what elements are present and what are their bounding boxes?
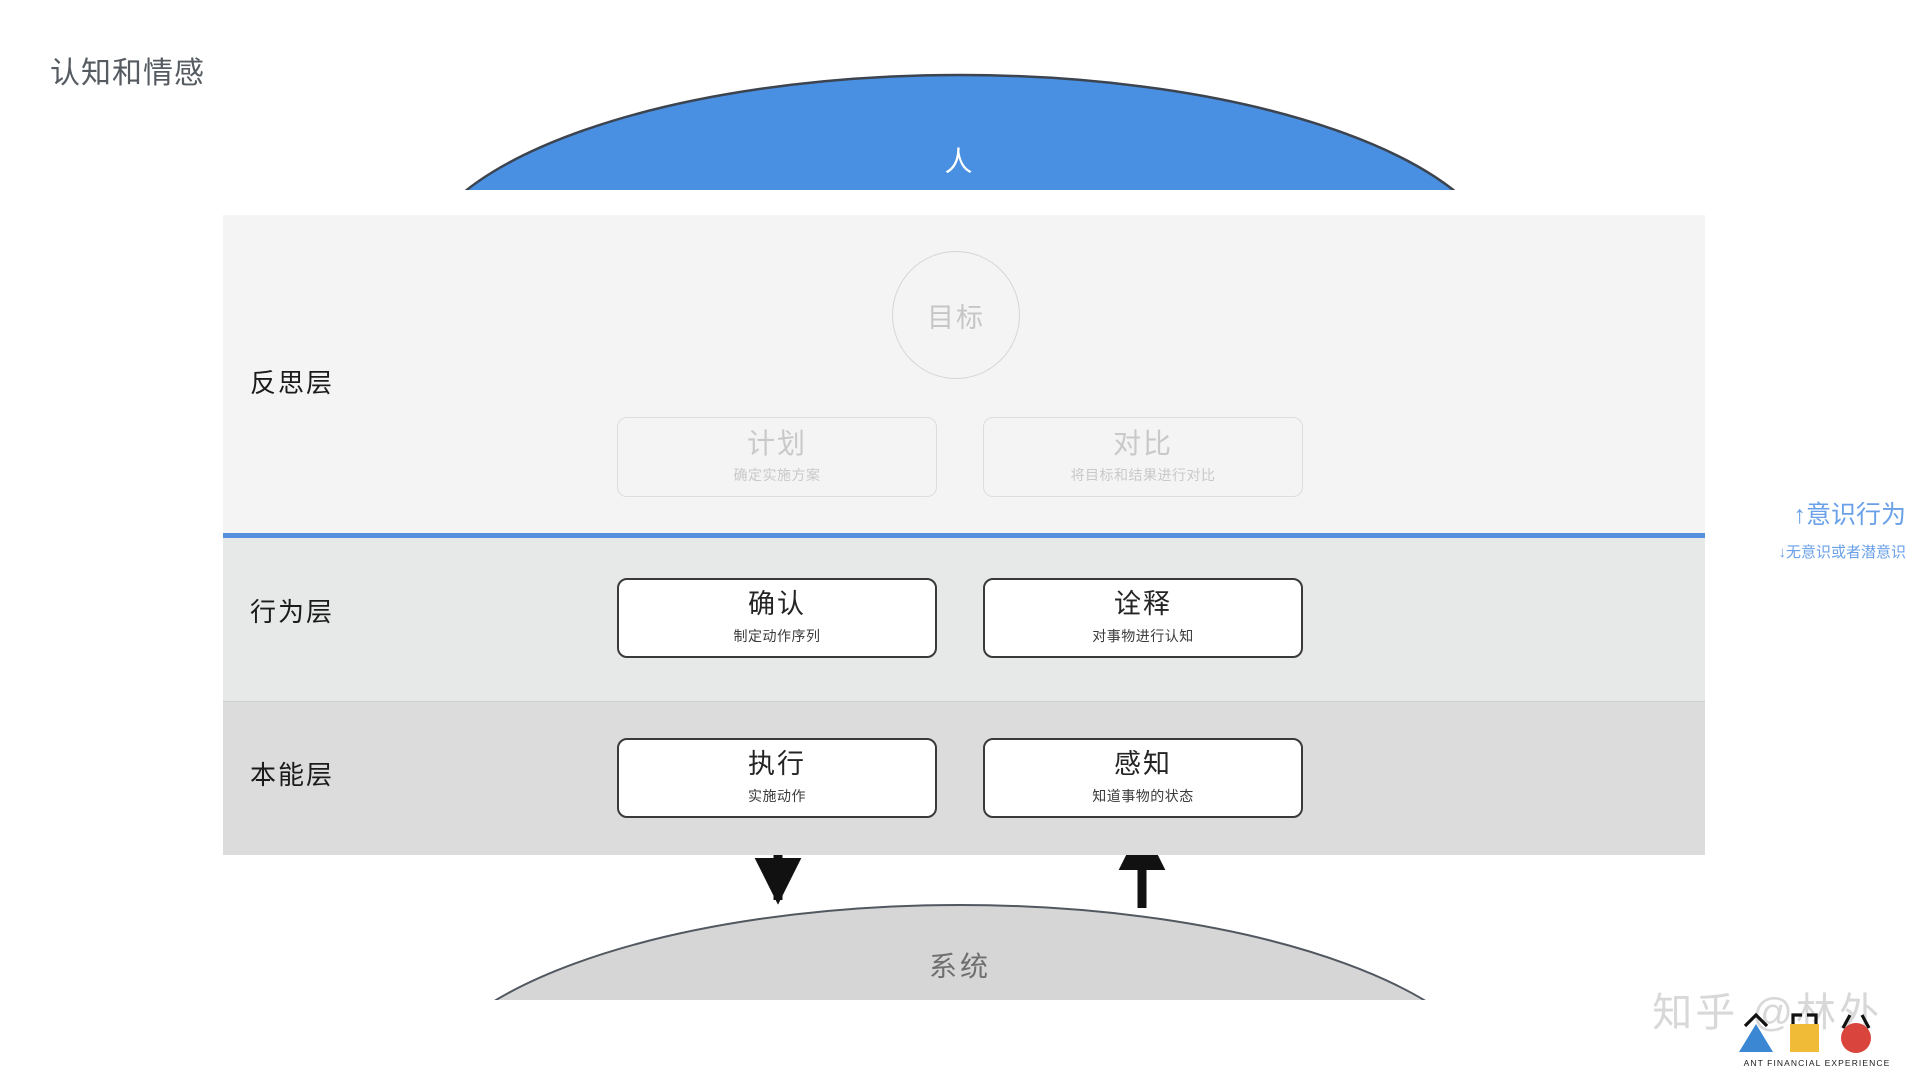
band-divider	[223, 701, 1705, 702]
layer-panel	[223, 215, 1705, 855]
system-ellipse-mask-lower	[0, 1000, 1920, 1079]
node-execute[interactable]: 执行 实施动作	[617, 738, 937, 818]
brand-logo: ANT FINANCIAL EXPERIENCE	[1732, 1012, 1902, 1074]
node-confirm-title: 确认	[748, 589, 806, 620]
node-interpret-subtitle: 对事物进行认知	[1092, 627, 1194, 644]
node-interpret[interactable]: 诠释 对事物进行认知	[983, 578, 1303, 658]
band-visceral	[223, 701, 1705, 855]
node-plan-title: 计划	[746, 427, 807, 459]
node-execute-title: 执行	[748, 749, 806, 780]
node-interpret-title: 诠释	[1114, 589, 1172, 620]
conscious-below-label: ↓无意识或者潜意识	[1778, 544, 1906, 561]
logo-circle-icon	[1841, 1014, 1871, 1053]
layer-label-visceral: 本能层	[250, 760, 335, 790]
layer-label-behavioral: 行为层	[250, 597, 335, 627]
conscious-divider-line	[223, 533, 1705, 538]
logo-square-icon	[1790, 1013, 1819, 1052]
logo-triangle-icon	[1739, 1012, 1773, 1052]
node-execute-subtitle: 实施动作	[748, 787, 806, 804]
brand-logo-marks	[1739, 1012, 1871, 1053]
node-plan[interactable]: 计划 确定实施方案	[617, 417, 937, 497]
node-perceive-title: 感知	[1114, 749, 1172, 780]
node-compare-subtitle: 将目标和结果进行对比	[1070, 467, 1216, 484]
brand-caption: ANT FINANCIAL EXPERIENCE	[1743, 1058, 1891, 1068]
node-perceive[interactable]: 感知 知道事物的状态	[983, 738, 1303, 818]
conscious-above-label: ↑意识行为	[1793, 501, 1906, 529]
node-goal[interactable]: 目标	[892, 251, 1020, 379]
node-perceive-subtitle: 知道事物的状态	[1092, 787, 1194, 804]
node-confirm-subtitle: 制定动作序列	[733, 627, 821, 644]
node-plan-subtitle: 确定实施方案	[733, 467, 821, 484]
node-compare[interactable]: 对比 将目标和结果进行对比	[983, 417, 1303, 497]
watermark-text: 知乎 @林外	[1652, 991, 1882, 1035]
node-goal-title: 目标	[927, 302, 985, 333]
layer-label-reflective: 反思层	[250, 368, 335, 398]
node-compare-title: 对比	[1112, 427, 1173, 459]
node-confirm[interactable]: 确认 制定动作序列	[617, 578, 937, 658]
band-behavioral	[223, 536, 1705, 701]
page-title: 认知和情感	[50, 57, 205, 90]
